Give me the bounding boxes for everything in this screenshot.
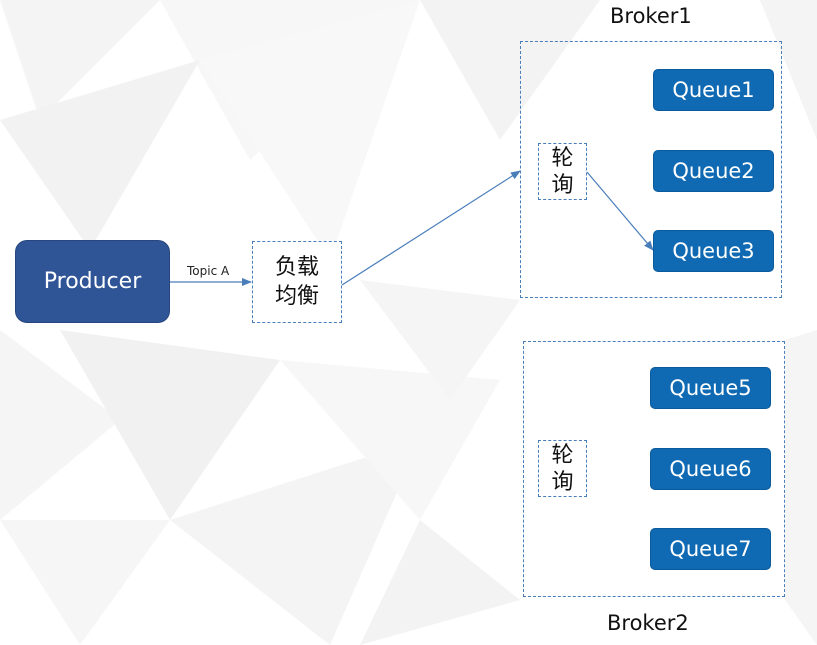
load-balancer-node: 负载 均衡 <box>252 241 342 323</box>
arrow-rr-to-queue3 <box>586 171 654 251</box>
producer-node: Producer <box>15 240 170 323</box>
round-robin-line2: 询 <box>551 172 574 198</box>
round-robin-line2: 询 <box>551 469 574 495</box>
arrow-lb-to-broker1 <box>341 170 521 286</box>
load-balancer-line1: 负载 <box>274 255 319 280</box>
queue-node-2: Queue2 <box>653 150 774 192</box>
queue-node-6: Queue6 <box>650 448 771 490</box>
round-robin-line1: 轮 <box>551 442 574 468</box>
round-robin-line1: 轮 <box>551 145 574 171</box>
queue-node-3: Queue3 <box>653 230 774 272</box>
queue-node-7: Queue7 <box>650 528 771 570</box>
broker2-round-robin: 轮 询 <box>538 440 587 497</box>
queue-node-5: Queue5 <box>650 367 771 409</box>
edge-label-topic: Topic A <box>187 264 230 278</box>
producer-label: Producer <box>43 269 142 294</box>
broker2-title: Broker2 <box>607 611 689 635</box>
broker1-round-robin: 轮 询 <box>538 143 587 200</box>
load-balancer-line2: 均衡 <box>274 284 319 309</box>
broker1-title: Broker1 <box>610 4 692 28</box>
broker2-container <box>523 341 785 597</box>
queue-node-1: Queue1 <box>653 69 774 111</box>
broker1-container <box>520 41 782 298</box>
